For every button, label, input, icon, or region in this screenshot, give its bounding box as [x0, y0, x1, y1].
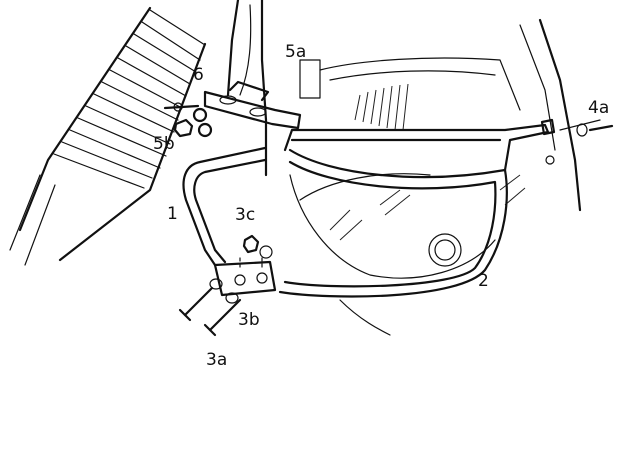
label-5b: 5b	[153, 134, 175, 154]
engine-casing	[289, 57, 526, 336]
bolt-4a	[540, 118, 614, 165]
label-3a: 3a	[206, 350, 228, 370]
label-3b: 3b	[238, 310, 260, 330]
frame-tube	[226, 0, 321, 177]
label-2: 2	[478, 271, 489, 291]
label-3c: 3c	[235, 205, 256, 225]
bolts-3a-3b	[178, 278, 242, 337]
lower-bracket	[213, 234, 277, 297]
cooling-fins	[9, 6, 207, 266]
label-4a: 4a	[588, 98, 610, 118]
label-1: 1	[167, 204, 178, 224]
crash-bar-2	[278, 123, 550, 298]
crash-bar-1	[182, 146, 267, 267]
upper-bracket	[203, 80, 302, 130]
bolts-5b	[163, 102, 213, 138]
label-5a: 5a	[285, 42, 307, 62]
label-6: 6	[193, 65, 204, 85]
